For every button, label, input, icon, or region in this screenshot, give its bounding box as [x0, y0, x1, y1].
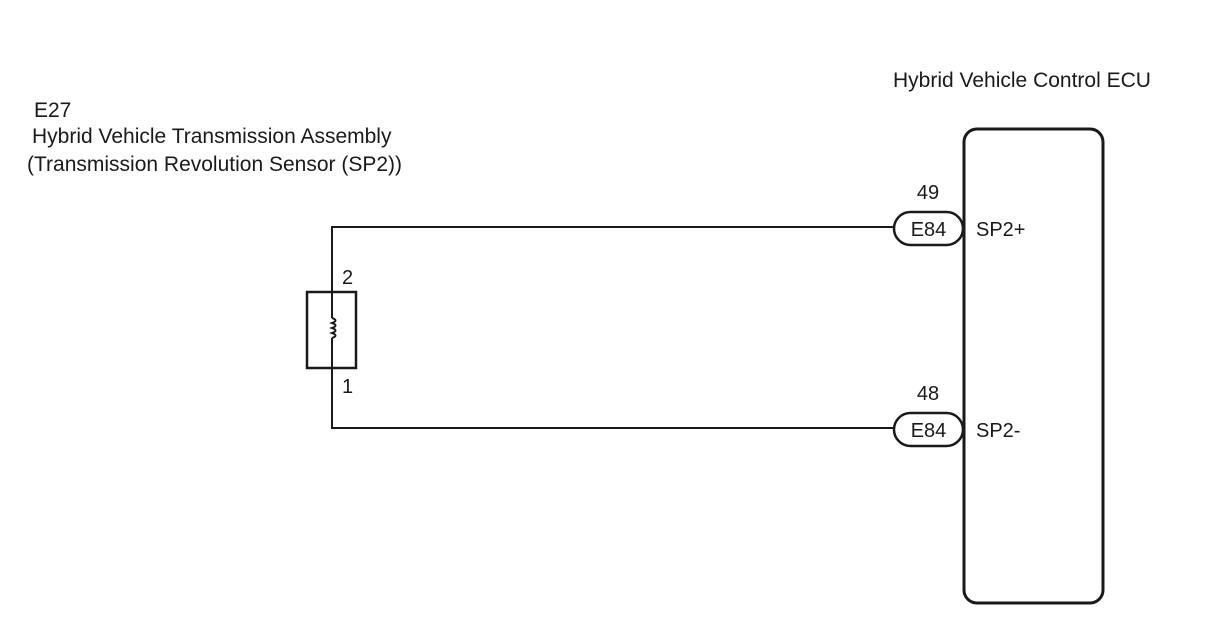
- coil-icon: [329, 292, 337, 368]
- sensor-pin-bottom: 1: [342, 376, 353, 398]
- sensor-sub-name: (Transmission Revolution Sensor (SP2)): [27, 153, 402, 176]
- connector-oval: [892, 210, 965, 247]
- ecu-terminal-sp2-minus: E84 48 SP2-: [892, 383, 1020, 448]
- sensor-pin-top: 2: [342, 267, 353, 289]
- terminal-connector: E84: [911, 219, 947, 241]
- terminal-signal: SP2+: [976, 219, 1025, 241]
- sensor-connector-code: E27: [34, 99, 71, 122]
- sensor-component: [305, 290, 358, 370]
- ecu-name: Hybrid Vehicle Control ECU: [893, 69, 1151, 92]
- sensor-name: Hybrid Vehicle Transmission Assembly: [32, 125, 392, 148]
- terminal-pin: 49: [917, 182, 939, 204]
- ecu-terminal-sp2-plus: E84 49 SP2+: [892, 182, 1025, 247]
- wire-sp2-plus: [331, 226, 896, 292]
- terminal-connector: E84: [911, 420, 947, 442]
- terminal-signal: SP2-: [976, 420, 1020, 442]
- ecu-box: [962, 127, 1105, 605]
- terminal-pin: 48: [917, 383, 939, 405]
- wire-sp2-minus: [331, 368, 896, 429]
- connector-oval: [892, 411, 965, 448]
